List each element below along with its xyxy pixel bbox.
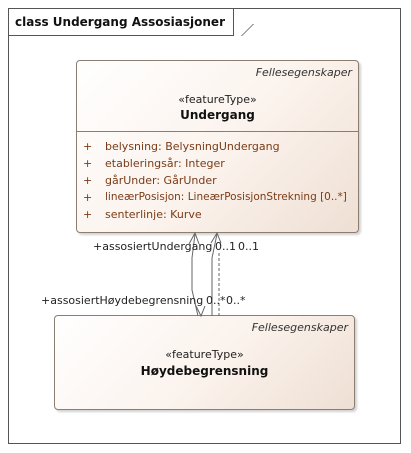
class-undergang-attributes: + belysning: BelysningUndergang + etable…	[83, 138, 354, 223]
multiplicity-hoyde-2: 0..*	[226, 294, 246, 307]
class-hoydebegrensning-stereotype: «featureType»	[165, 348, 244, 361]
multiplicity-undergang-2: 0..1	[238, 240, 259, 253]
role-assosiert-undergang: +assosiertUndergang	[93, 240, 213, 253]
association-arrow-2	[210, 231, 222, 244]
attribute-text: lineærPosisjon: LineærPosisjonStrekning …	[105, 191, 347, 203]
attribute-text: etableringsår: Integer	[105, 157, 225, 170]
attribute-visibility: +	[83, 174, 93, 187]
class-hoydebegrensning[interactable]: Fellesegenskaper «featureType» Høydebegr…	[54, 315, 355, 410]
attribute-garunder[interactable]: + gårUnder: GårUnder	[83, 172, 354, 189]
multiplicity-hoyde-1: 0..*	[206, 294, 226, 307]
attribute-etablerings[interactable]: + etableringsår: Integer	[83, 155, 354, 172]
multiplicity-undergang-1: 0..1	[215, 240, 236, 253]
attribute-visibility: +	[83, 191, 93, 204]
attribute-linearposisjon[interactable]: + lineærPosisjon: LineærPosisjonStreknin…	[83, 189, 354, 206]
attribute-text: senterlinje: Kurve	[105, 208, 202, 221]
class-undergang-stereotype: «featureType»	[178, 93, 257, 106]
class-undergang[interactable]: Fellesegenskaper «featureType» Undergang…	[76, 60, 359, 233]
association-arrow-1	[188, 231, 200, 245]
class-undergang-name: Undergang	[180, 108, 255, 122]
diagram-title: class Undergang Assosiasjoner	[9, 9, 234, 36]
association-arrow-1b	[195, 305, 206, 318]
class-undergang-package: Fellesegenskaper	[255, 66, 352, 79]
class-hoydebegrensning-name: Høydebegrensning	[140, 364, 269, 378]
attribute-visibility: +	[83, 140, 93, 153]
class-hoydebegrensning-package: Fellesegenskaper	[251, 321, 348, 334]
attribute-visibility: +	[83, 157, 93, 170]
attribute-text: belysning: BelysningUndergang	[105, 140, 280, 153]
attribute-visibility: +	[83, 208, 93, 221]
attribute-text: gårUnder: GårUnder	[105, 174, 217, 187]
association-line-1	[191, 233, 199, 317]
association-line-2	[211, 233, 218, 316]
diagram-frame: class Undergang Assosiasjoner	[8, 8, 401, 444]
attribute-senterlinje[interactable]: + senterlinje: Kurve	[83, 206, 354, 223]
attribute-belysning[interactable]: + belysning: BelysningUndergang	[83, 138, 354, 155]
class-undergang-divider	[77, 131, 358, 132]
role-assosiert-hoydebegrensning: +assosiertHøydebegrensning	[41, 294, 204, 307]
